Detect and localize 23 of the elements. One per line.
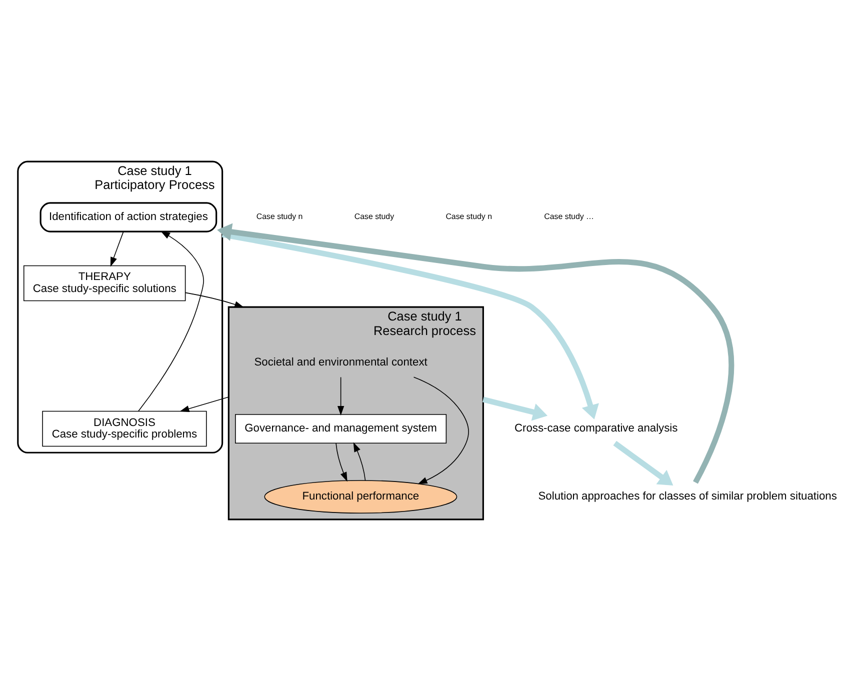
arrow	[353, 442, 366, 480]
label: Case study	[354, 212, 394, 221]
node-ellipse: Functional performance	[264, 480, 458, 513]
node-text: Societal and environmental context	[254, 356, 428, 368]
arrow	[185, 292, 244, 308]
node-text: Cross-case comparative analysis	[514, 422, 678, 434]
arrow	[138, 230, 204, 412]
node-text: Solution approaches for classes of similar problem situations	[538, 490, 837, 502]
label: Case study n	[446, 212, 492, 221]
arrow	[413, 376, 469, 484]
node-box: DIAGNOSIS Case study-specific problems	[42, 410, 207, 446]
node-box: THERAPY Case study-specific solutions	[23, 264, 186, 301]
node-box: Governance- and management system	[235, 414, 447, 443]
arrow	[337, 376, 344, 416]
label: Case study …	[544, 212, 594, 221]
arrow	[482, 396, 548, 420]
arrow	[613, 440, 674, 486]
arrow	[217, 222, 734, 484]
arrow	[110, 230, 124, 266]
node-box: Identification of action strategies	[40, 202, 218, 232]
arrow	[336, 442, 348, 482]
arrow	[180, 396, 230, 412]
label: Case study n	[256, 212, 303, 221]
